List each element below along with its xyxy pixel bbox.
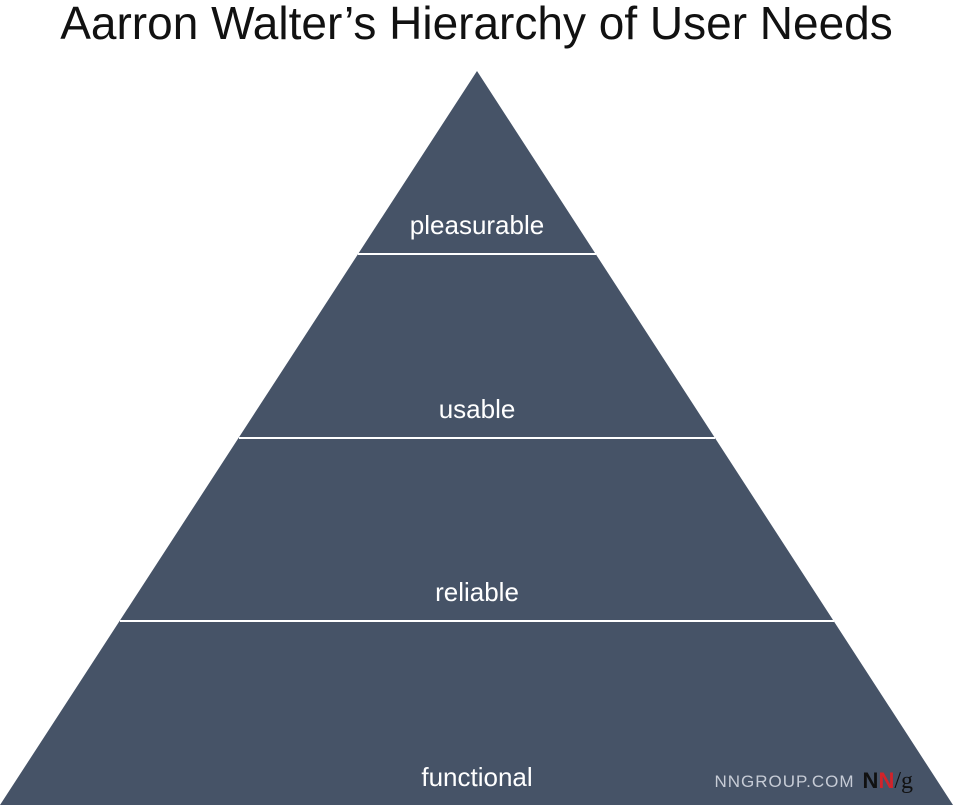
nngroup-watermark: NNGROUP.COM N N /g [714, 768, 913, 795]
level-label-pleasurable: pleasurable [410, 210, 544, 240]
logo-letter-n-black: N [862, 768, 879, 793]
watermark-site-text: NNGROUP.COM [714, 771, 855, 791]
diagram-title: Aarron Walter’s Hierarchy of User Needs [60, 0, 893, 49]
level-label-reliable: reliable [435, 577, 519, 607]
logo-slash-g: /g [894, 768, 913, 794]
logo-letter-n-red: N [878, 768, 895, 793]
level-label-functional: functional [421, 762, 532, 792]
level-label-usable: usable [439, 394, 516, 424]
nng-logo: N N /g [863, 768, 913, 795]
